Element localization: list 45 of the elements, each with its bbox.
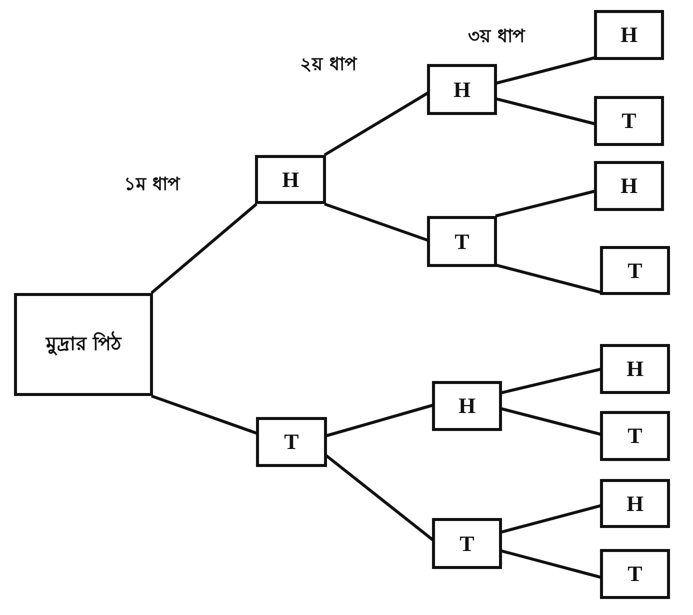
outcome-box xyxy=(427,64,497,115)
node-label: H xyxy=(620,24,638,46)
outcome-box xyxy=(255,155,326,204)
start-box xyxy=(14,293,153,396)
branch-line xyxy=(500,504,602,534)
branch-line xyxy=(500,368,602,394)
stage-label: ২য় ধাপ xyxy=(300,53,356,77)
node-label: T xyxy=(460,532,474,554)
node-label: H xyxy=(282,168,300,190)
branch-line xyxy=(495,97,596,126)
outcome-box xyxy=(594,161,664,211)
node-label: T xyxy=(622,110,636,132)
outcome-box xyxy=(427,216,497,267)
outcome-box xyxy=(256,417,327,467)
node-label: T xyxy=(628,563,642,585)
outcome-box xyxy=(594,10,664,60)
branch-line xyxy=(325,404,434,438)
node-label: H xyxy=(626,358,644,380)
node-label: T xyxy=(628,260,642,282)
node-label: H xyxy=(458,395,476,417)
branch-line xyxy=(150,202,258,294)
branch-line xyxy=(151,394,258,435)
outcome-box xyxy=(432,381,502,431)
outcome-box xyxy=(600,549,670,599)
branch-line xyxy=(324,91,430,156)
stage-label: ১ম ধাপ xyxy=(124,173,180,197)
node-label: T xyxy=(454,230,470,252)
branch-line xyxy=(324,202,429,242)
outcome-box xyxy=(600,246,670,295)
node-label: H xyxy=(453,78,471,100)
branch-line xyxy=(495,56,596,85)
outcome-box xyxy=(600,479,670,528)
outcome-box xyxy=(594,96,664,146)
node-label: T xyxy=(284,431,299,453)
stage-label: ৩য় ধাপ xyxy=(468,25,524,49)
branch-line xyxy=(495,264,602,294)
outcome-box xyxy=(600,411,670,461)
node-label: H xyxy=(620,175,638,197)
node-label: H xyxy=(626,492,644,514)
branch-line xyxy=(500,549,602,579)
branch-line xyxy=(495,190,596,218)
outcome-box xyxy=(600,344,670,394)
outcome-box xyxy=(432,518,502,569)
branch-line xyxy=(500,407,602,436)
node-label: T xyxy=(628,425,642,447)
